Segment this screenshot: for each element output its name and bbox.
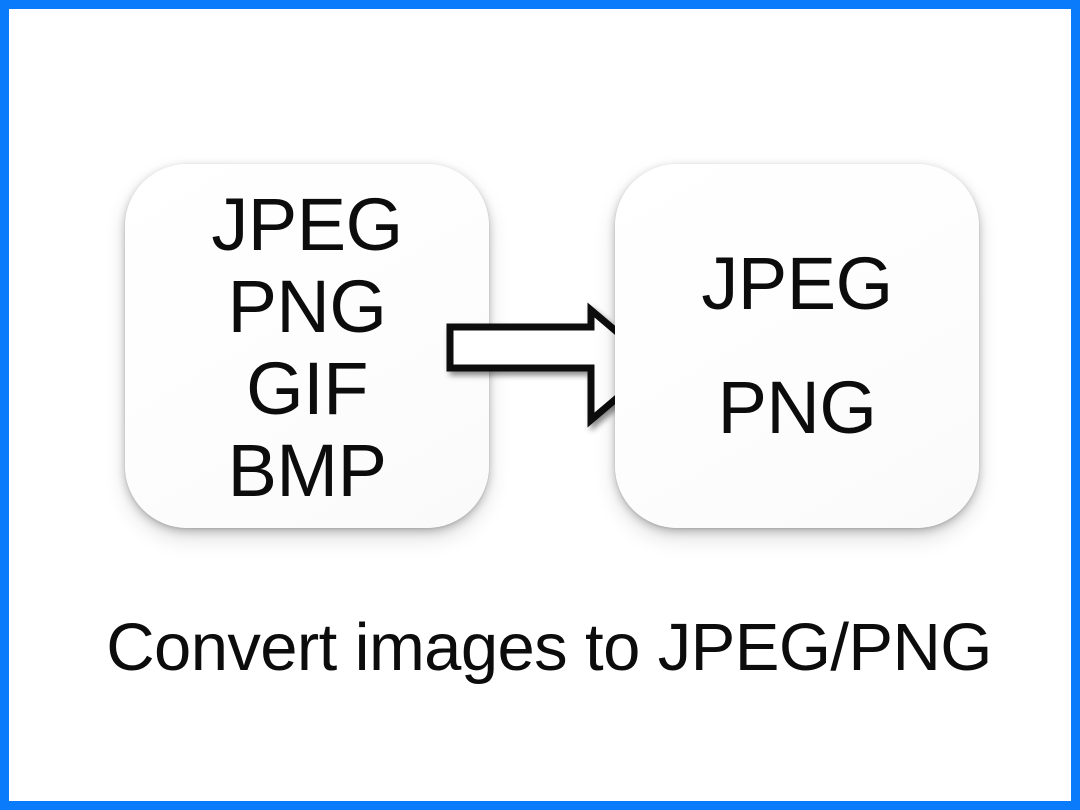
frame-border-left: [0, 0, 9, 810]
source-format-bmp: BMP: [227, 429, 387, 512]
frame-border-right: [1071, 0, 1080, 810]
slide-content-area: JPEG PNG GIF BMP JPEG PNG Convert images…: [9, 9, 1071, 801]
target-formats-card[interactable]: JPEG PNG: [615, 164, 979, 528]
target-format-png: PNG: [717, 366, 877, 449]
frame-border-bottom: [0, 801, 1080, 810]
frame-border-top: [0, 0, 1080, 9]
slide-caption: Convert images to JPEG/PNG: [106, 610, 992, 685]
source-format-jpeg: JPEG: [211, 183, 403, 266]
source-format-gif: GIF: [246, 347, 368, 430]
source-format-png: PNG: [227, 265, 387, 348]
source-formats-card[interactable]: JPEG PNG GIF BMP: [125, 164, 489, 528]
target-format-jpeg: JPEG: [701, 242, 893, 325]
